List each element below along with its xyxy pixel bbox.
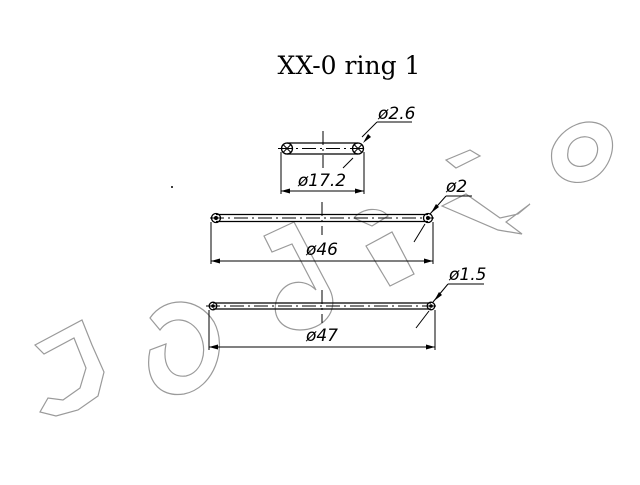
- ring-medium-inner-diameter-label: ø46: [305, 240, 338, 260]
- ring-small-right-section: [351, 142, 365, 155]
- ring-medium-right-section: [422, 212, 434, 224]
- ring-large-cs-leader-lower: [415, 310, 430, 329]
- ring-large-inner-diameter-label: ø47: [305, 326, 338, 346]
- ring-small-dim-arrow-right: [355, 188, 364, 194]
- ring-large: ø47 ø1.5: [206, 265, 486, 350]
- ring-small-cs-arrow: [363, 134, 371, 143]
- ring-small-cs-leader: [361, 121, 378, 138]
- ring-small-cs-leader-lower: [342, 157, 354, 169]
- ring-small-left-section: [280, 142, 294, 155]
- ring-medium-cross-section-label: ø2: [445, 177, 467, 197]
- ring-medium-cs-arrow: [431, 204, 439, 213]
- ring-small: ø17.2 ø2.6: [278, 104, 416, 194]
- ring-large-left-section: [208, 301, 218, 311]
- drawing-title: XX-0 ring 1: [278, 51, 421, 80]
- brand-watermark: [34, 121, 614, 417]
- ring-large-dim-arrow-left: [209, 344, 218, 350]
- ring-large-cross-section-label: ø1.5: [448, 265, 486, 285]
- ring-small-inner-diameter-label: ø17.2: [297, 171, 346, 191]
- ring-medium-dim-arrow-right: [424, 258, 433, 264]
- ring-medium: ø46 ø2: [210, 177, 472, 264]
- ring-large-cs-arrow: [434, 292, 442, 301]
- ring-small-cross-section-label: ø2.6: [377, 104, 416, 124]
- ring-medium-dim-arrow-left: [211, 258, 220, 264]
- ring-large-dim-arrow-right: [426, 344, 435, 350]
- stray-dot: [171, 186, 173, 188]
- ring-medium-left-section: [210, 212, 222, 224]
- ring-small-dim-arrow-left: [281, 188, 290, 194]
- ring-large-right-section: [426, 301, 436, 311]
- ring-medium-cs-leader-lower: [413, 223, 426, 243]
